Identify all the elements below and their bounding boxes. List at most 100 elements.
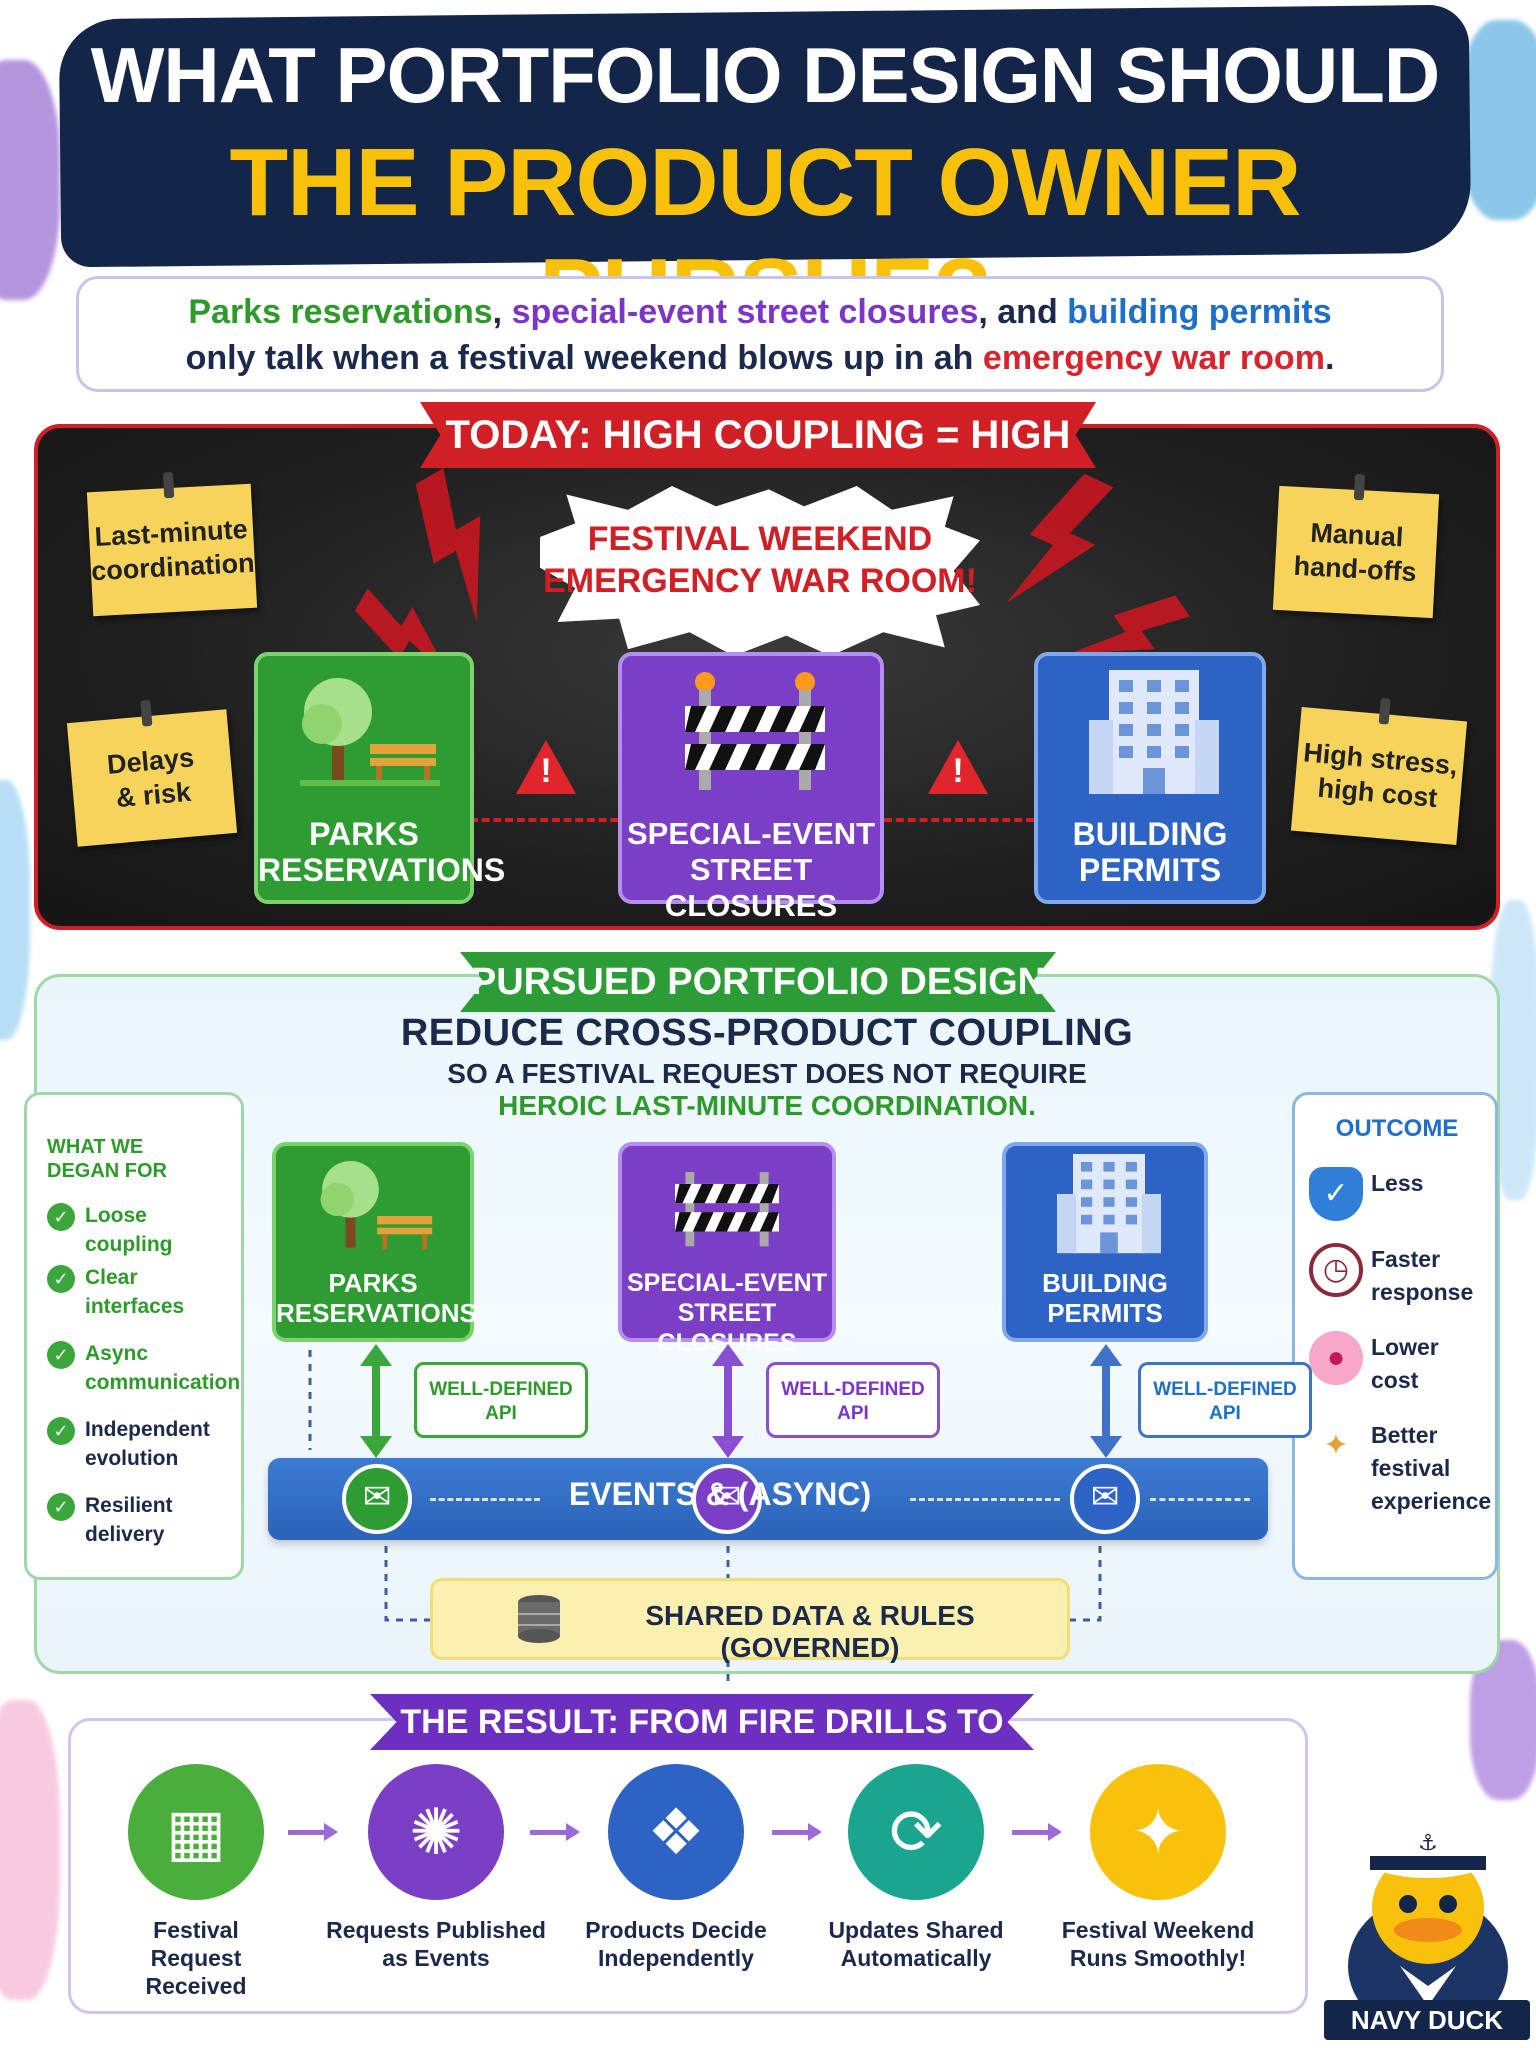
intro-parks: Parks reservations [188,293,493,331]
step-label-line-1: Festival Weekend [1061,1917,1255,1943]
pursued-card-permits: BUILDING PERMITS [1002,1142,1208,1342]
card-label-line-2: STREET CLOSURES [664,852,838,923]
intro-line-1: Parks reservations, special-event street… [79,289,1441,335]
card-label-line-1: SPECIAL-EVENT [626,1269,828,1297]
shared-data-label: SHARED DATA & RULES (GOVERNED) [645,1600,975,1663]
step-label-line-1: Products Decide [585,1917,767,1943]
step-label-line-2: Independently [598,1945,754,1971]
pursued-subline-1: SO A FESTIVAL REQUEST DOES NOT REQUIRE [447,1058,1087,1089]
tree-bench-icon [320,1161,433,1250]
svg-text:⚓: ⚓ [1418,1831,1438,1856]
building-icon [1089,670,1219,794]
outcome-label-line-3: experience [1371,1488,1492,1514]
pursued-banner: PURSUED PORTFOLIO DESIGN [460,952,1056,1012]
card-label-line-2: PERMITS [1078,852,1222,888]
intro-statement: Parks reservations, special-event street… [76,276,1444,392]
mascot-label: NAVY DUCK [1324,2000,1530,2040]
double-arrow-icon [360,1344,1122,1458]
outcome-label-line-1: Lower [1371,1334,1439,1360]
today-banner: TODAY: HIGH COUPLING = HIGH RISK [420,402,1096,468]
step-label-line-1: Requests Published [326,1917,546,1943]
design-for-label-line-2: evolution [85,1447,179,1470]
paint-splash-top-right [1460,20,1536,220]
check-icon: ✓ [47,1265,75,1293]
bus-dash [1150,1498,1250,1501]
check-icon: ✓ [47,1417,75,1445]
card-label-line-1: SPECIAL-EVENT [626,816,876,851]
dashed-connector [308,1350,1102,1684]
intro-permits: building permits [1067,293,1332,331]
step-label-line-2: Request [150,1945,242,1971]
outcome-label-line-1: Better [1371,1422,1438,1448]
pursued-card-closures: SPECIAL-EVENT STREET CLOSURES [618,1142,836,1357]
check-icon: ✓ [47,1203,75,1231]
intro-line-2-end: . [1324,339,1335,377]
outcome-label-line-2: response [1371,1279,1474,1305]
card-label-line-1: PARKS [309,816,419,852]
coupling-dash-line [884,818,1034,822]
war-room-text: FESTIVAL WEEKEND EMERGENCY WAR ROOM! [540,518,980,602]
envelope-icon: ✉ [1070,1464,1140,1534]
step-label-line-2: as Events [382,1945,490,1971]
step-label-line-1: Updates Shared [828,1917,1004,1943]
calendar-check-icon: ▦ [128,1764,264,1900]
card-label-line-2: RESERVATIONS [276,1298,477,1328]
paint-splash-top-left [0,60,60,300]
database-icon [518,1595,560,1643]
step-arrow-icon [772,1823,822,1841]
design-for-label-line-1: Async [85,1342,149,1365]
shield-icon: ✓ [1309,1167,1363,1221]
api-label-line-2: API [485,1403,517,1424]
step-label: Festival Request Received [81,1916,311,2000]
intro-separator-1: , [492,293,512,331]
envelope-icon: ✉ [692,1464,762,1534]
step-label: Requests Published as Events [321,1916,551,1972]
design-for-label-line-2: interfaces [85,1295,185,1318]
design-for-label-line-2: coupling [85,1233,173,1256]
paint-splash-mid-left [0,780,30,1040]
outcome-label-line-1: Less [1371,1170,1424,1196]
party-popper-icon: ✦ [1323,1429,1349,1462]
card-label-line-1: BUILDING [1042,1268,1168,1298]
step-label: Festival Weekend Runs Smoothly! [1043,1916,1273,1972]
intro-closures: special-event street closures [511,293,979,331]
sync-icon: ⟳ [848,1764,984,1900]
api-label-line-1: WELL-DEFINED [781,1379,925,1400]
result-banner: THE RESULT: FROM FIRE DRILLS TO FLOW [370,1694,1034,1750]
design-for-label-line-2: delivery [85,1523,165,1546]
party-popper-icon: ✦ [1090,1764,1226,1900]
war-room-line-1: FESTIVAL WEEKEND [587,520,933,558]
intro-line-2: only talk when a festival weekend blows … [79,335,1441,381]
check-icon: ✓ [47,1493,75,1521]
barricade-icon [685,672,825,790]
design-for-title-line-1: WHAT WE [47,1136,144,1158]
pursued-subline-2: HEROIC LAST-MINUTE COORDINATION. [498,1090,1036,1121]
api-label-line-2: API [1209,1403,1241,1424]
api-label-line-2: API [837,1403,869,1424]
design-for-label-line-2: communication [85,1371,241,1394]
today-card-parks: PARKS RESERVATIONS [254,652,505,904]
api-label-parks: WELL-DEFINED API [414,1362,588,1438]
step-label: Updates Shared Automatically [801,1916,1031,1972]
war-room-line-2: EMERGENCY WAR ROOM! [543,562,977,600]
card-label-line-1: PARKS [328,1268,418,1298]
puzzle-icon: ❖ [608,1764,744,1900]
card-label-line-1: BUILDING [1072,816,1228,852]
today-card-permits: BUILDING PERMITS [1034,652,1266,904]
intro-war-room: emergency war room [982,339,1325,377]
